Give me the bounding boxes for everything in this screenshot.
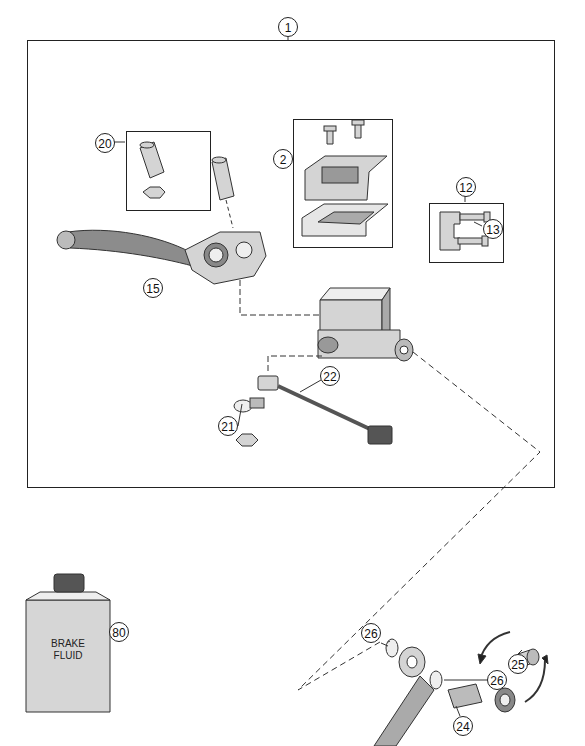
callout-number: 26	[487, 670, 507, 690]
part-group-box: 1213	[429, 203, 504, 263]
callout-number: 15	[143, 278, 163, 298]
callout-number: 26	[361, 623, 381, 643]
callout-number: 80	[109, 622, 129, 642]
callout-number: 24	[453, 716, 473, 736]
callout-number: 25	[508, 654, 528, 674]
callout-number: 13	[483, 219, 503, 239]
can-label: BRAKE FLUID	[46, 638, 90, 662]
callout-number: 22	[320, 366, 340, 386]
part-group-box: 2	[293, 119, 393, 248]
callout-number: 21	[218, 416, 238, 436]
part-group-box: 20	[126, 131, 211, 211]
part-group-box: 12021213	[27, 40, 555, 488]
callout-number: 1	[278, 17, 298, 37]
callout-number: 2	[273, 149, 293, 169]
callout-number: 20	[95, 133, 115, 153]
callout-number: 12	[456, 177, 476, 197]
